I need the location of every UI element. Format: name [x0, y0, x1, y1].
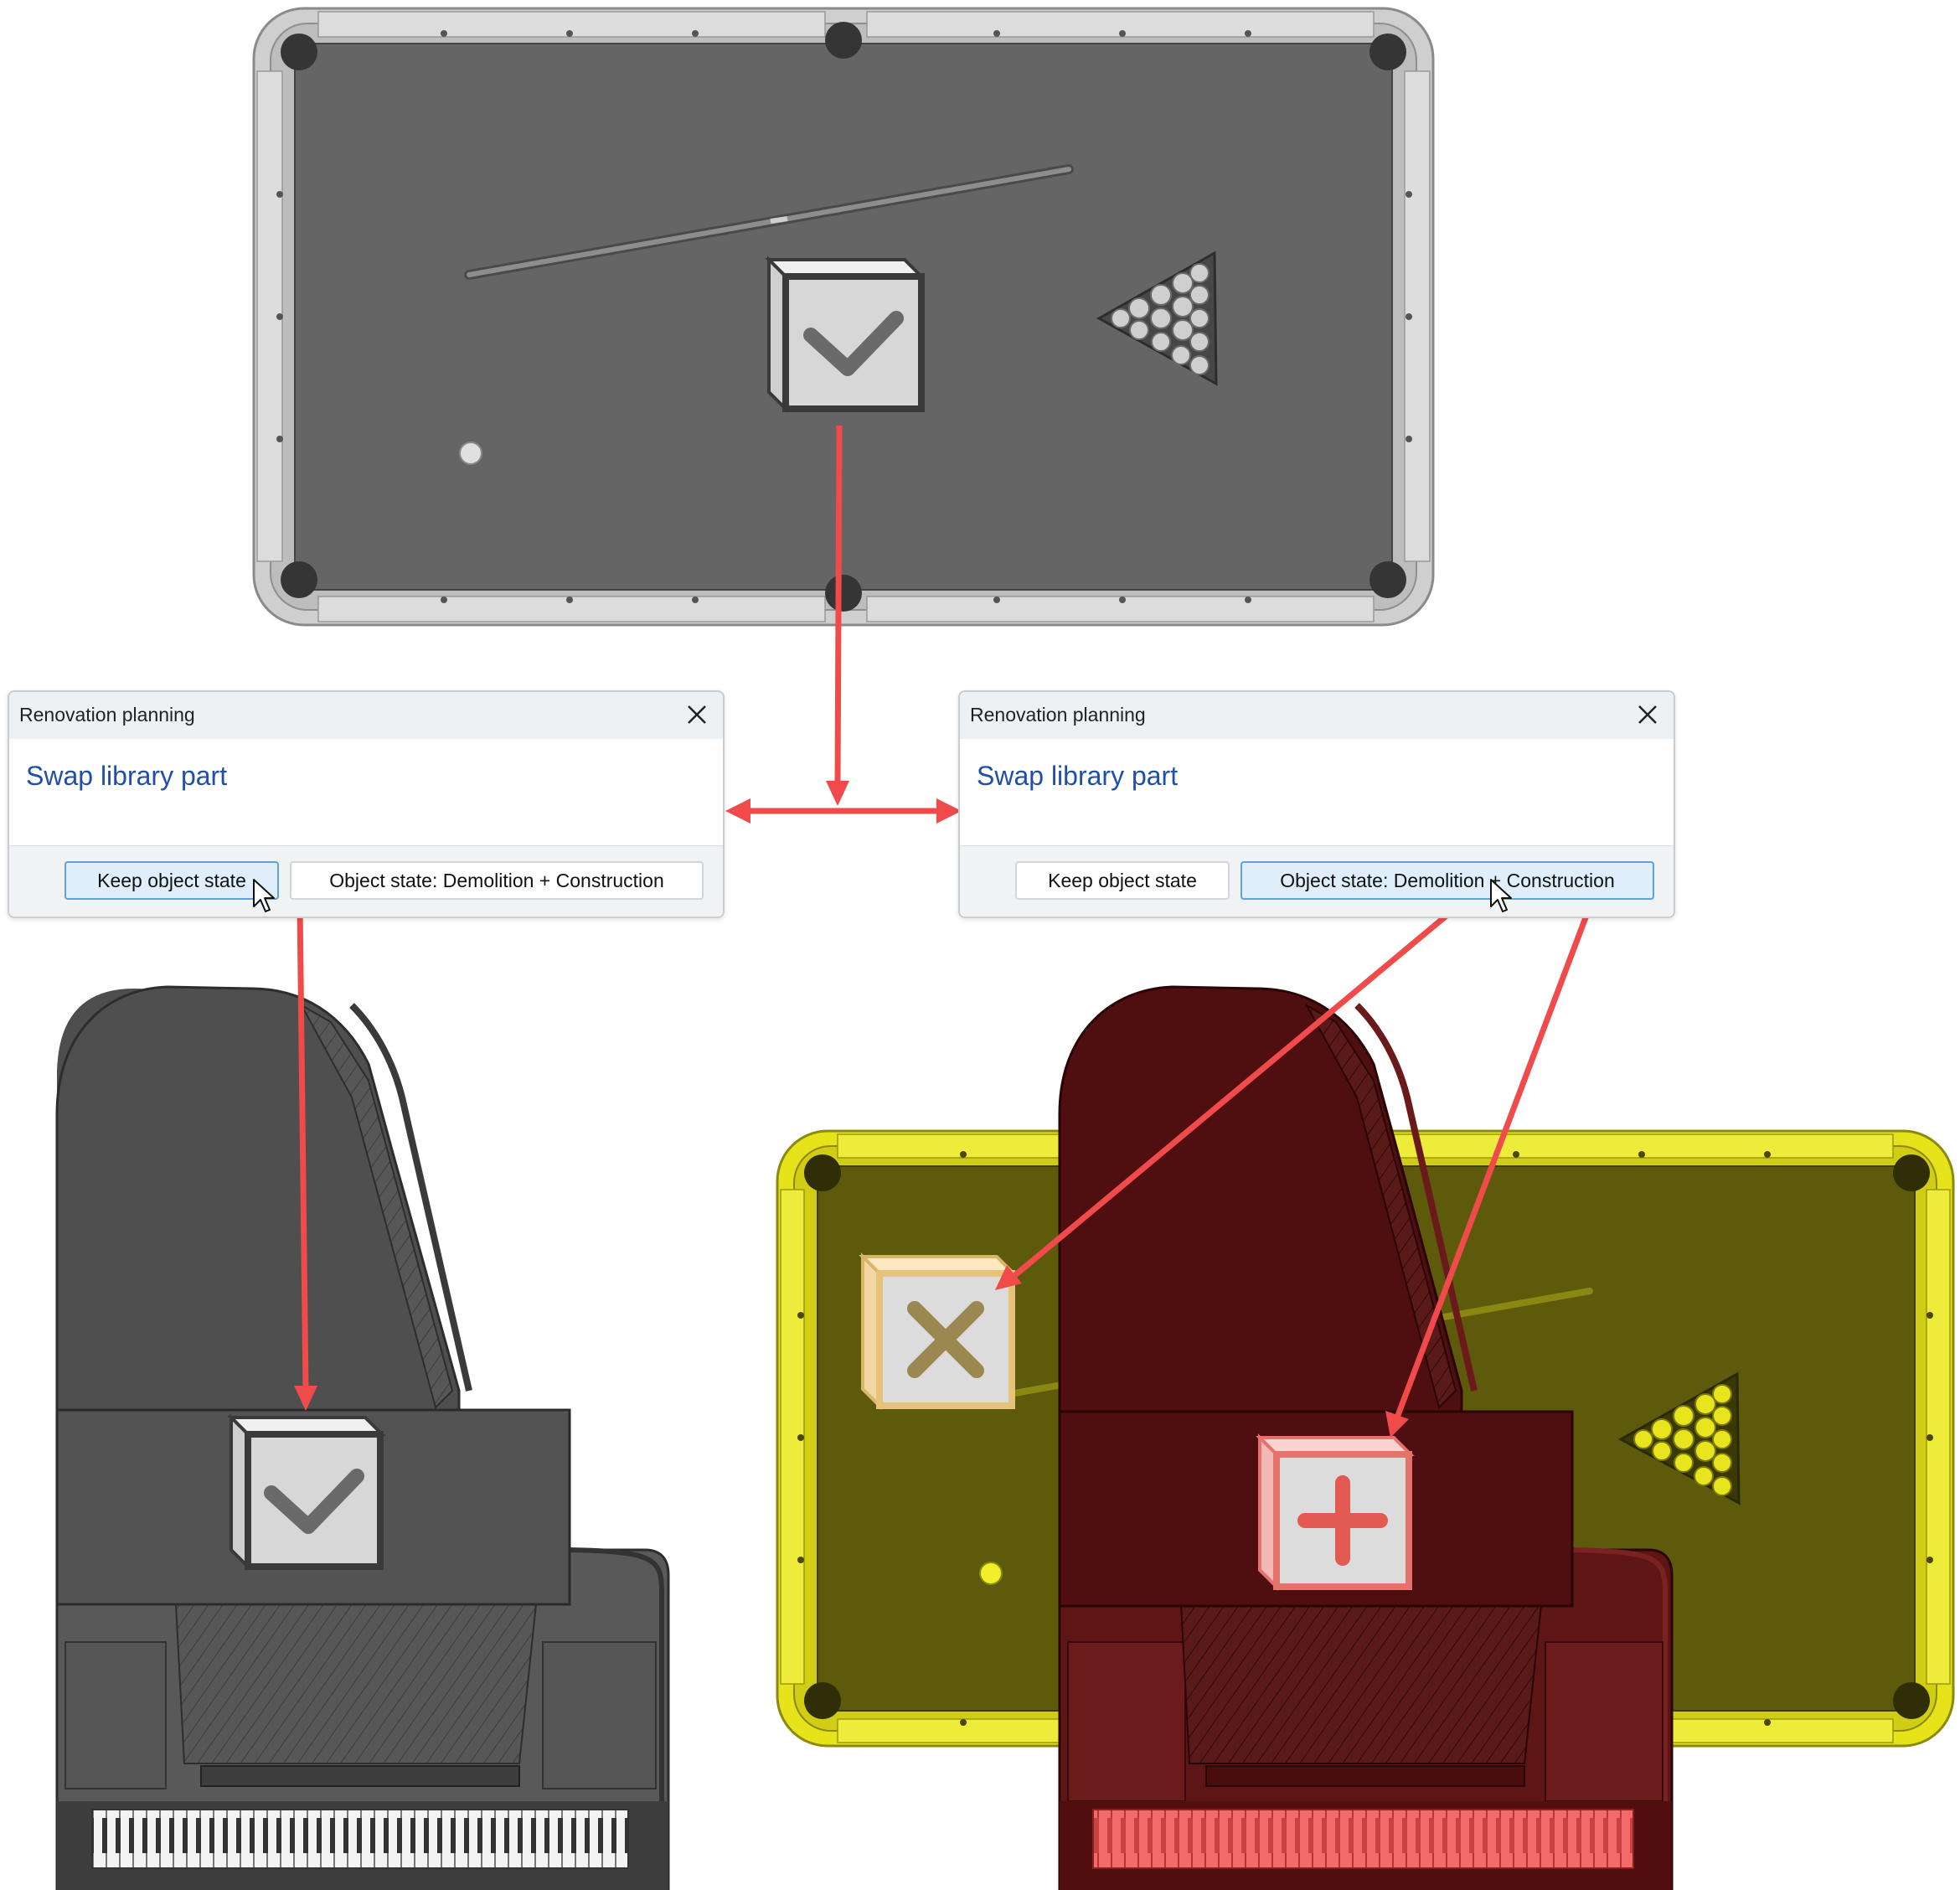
renovation-dialog-left: Renovation planning Swap library part Ke…: [8, 690, 725, 918]
dialog-titlebar: Renovation planning: [960, 692, 1674, 739]
renovation-dialog-right: Renovation planning Swap library part Ke…: [958, 690, 1675, 918]
flow-arrows: [294, 425, 1593, 1438]
dialog-footer: Keep object state Object state: Demoliti…: [9, 845, 723, 917]
dialog-titlebar: Renovation planning: [9, 692, 723, 739]
dialog-footer: Keep object state Object state: Demoliti…: [960, 845, 1674, 917]
keep-object-state-button[interactable]: Keep object state: [64, 861, 279, 900]
dialog-heading: Swap library part: [26, 761, 228, 791]
mouse-cursor-icon: [1490, 879, 1512, 912]
demolition-construction-button[interactable]: Object state: Demolition + Construction: [1240, 861, 1654, 900]
mouse-cursor-icon: [253, 879, 275, 912]
checkmark-cube-icon: [765, 256, 926, 413]
demolition-construction-button[interactable]: Object state: Demolition + Construction: [290, 861, 704, 900]
plus-cube-icon: [1256, 1433, 1415, 1591]
close-icon[interactable]: [683, 700, 711, 729]
close-icon[interactable]: [1633, 700, 1662, 729]
grand-piano-new-construction: [1058, 985, 1674, 1890]
dialog-title: Renovation planning: [19, 704, 195, 726]
keep-object-state-button[interactable]: Keep object state: [1015, 861, 1230, 900]
dialog-heading: Swap library part: [977, 761, 1179, 791]
checkmark-cube-icon: [227, 1413, 386, 1571]
dialog-title: Renovation planning: [970, 704, 1146, 726]
x-cube-icon: [859, 1252, 1018, 1410]
